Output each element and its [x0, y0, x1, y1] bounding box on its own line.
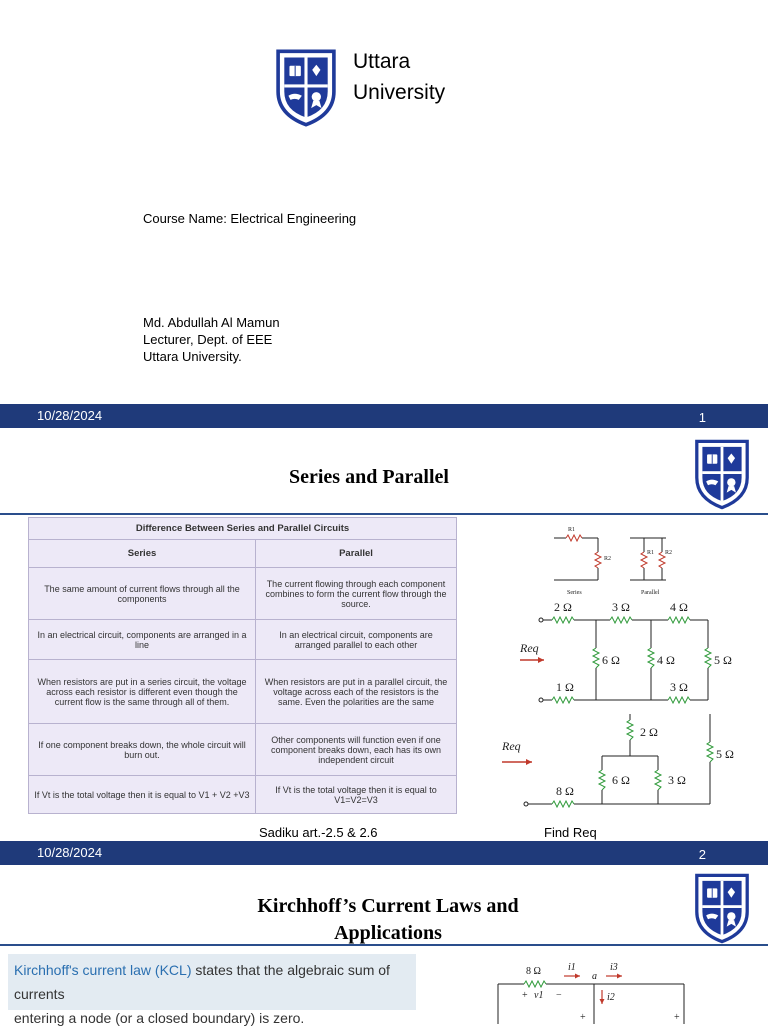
- kcl-text-2: entering a node (or a closed boundary) i…: [14, 1010, 305, 1026]
- instructor-block: Md. Abdullah Al Mamun Lecturer, Dept. of…: [143, 314, 280, 365]
- resistor-label: 5 Ω: [714, 653, 732, 667]
- instructor-affiliation: Uttara University.: [143, 349, 242, 364]
- instructor-name: Md. Abdullah Al Mamun: [143, 315, 280, 330]
- university-name-line2: University: [353, 81, 446, 104]
- resistor-label: 5 Ω: [716, 747, 734, 761]
- polarity-plus: +: [580, 1012, 586, 1023]
- university-logo: [694, 872, 750, 944]
- slide-title-line2: Applications: [334, 922, 442, 944]
- resistor-label: 8 Ω: [526, 966, 541, 977]
- resistor-label: 3 Ω: [670, 680, 688, 694]
- circuit-1: [520, 615, 713, 705]
- kcl-term: Kirchhoff's current law (KCL): [14, 962, 192, 978]
- table-cell: When resistors are put in a parallel cir…: [255, 659, 457, 724]
- label-r1: R1: [568, 527, 575, 533]
- slide-title: Kirchhoff’s Current Laws and Application…: [200, 893, 576, 947]
- comparison-table: Difference Between Series and Parallel C…: [28, 517, 457, 814]
- resistor-label: 8 Ω: [556, 784, 574, 798]
- resistor-label: 2 Ω: [554, 600, 572, 614]
- table-row: If Vt is the total voltage then it is eq…: [28, 775, 457, 814]
- polarity-minus: −: [556, 990, 562, 1001]
- slide-1: Uttara University Course Name: Electrica…: [0, 0, 768, 428]
- slide-title: Series and Parallel: [289, 466, 449, 488]
- kcl-definition: Kirchhoff's current law (KCL) states tha…: [8, 954, 416, 1026]
- caption-left: Sadiku art.-2.5 & 2.6: [259, 825, 378, 840]
- label-r1: R1: [647, 550, 654, 556]
- node-label-a: a: [592, 971, 597, 982]
- resistor-label: 6 Ω: [602, 653, 620, 667]
- table-cell: If one component breaks down, the whole …: [28, 723, 256, 776]
- table-cell: When resistors are put in a series circu…: [28, 659, 256, 724]
- label-r2: R2: [604, 556, 611, 562]
- slide-number: 2: [698, 847, 706, 862]
- resistor-label: 4 Ω: [657, 653, 675, 667]
- current-label-i2: i2: [607, 992, 615, 1003]
- slide-title-line1: Kirchhoff’s Current Laws and: [257, 895, 519, 917]
- university-name-line1: Uttara: [353, 50, 411, 73]
- kcl-circuit: 8 Ω i1 a i3 i2 + v1 − + +: [497, 962, 685, 1024]
- resistor-label: 3 Ω: [612, 600, 630, 614]
- table-row: In an electrical circuit, components are…: [28, 619, 457, 660]
- current-label-i3: i3: [610, 962, 618, 973]
- table-cell: In an electrical circuit, components are…: [28, 619, 256, 660]
- table-cell: The current flowing through each compone…: [255, 567, 457, 620]
- series-parallel-diagram: [554, 533, 667, 581]
- title-rule: [0, 944, 768, 946]
- title-rule: [0, 513, 768, 515]
- req-label: Req: [519, 641, 539, 655]
- table-heading: Difference Between Series and Parallel C…: [28, 517, 457, 540]
- university-name: Uttara University: [353, 46, 445, 108]
- table-cell: If Vt is the total voltage then it is eq…: [255, 775, 457, 814]
- resistor-label: 2 Ω: [640, 725, 658, 739]
- column-header-series: Series: [28, 539, 256, 568]
- polarity-plus: +: [522, 990, 528, 1001]
- university-logo: [694, 438, 750, 510]
- circuit-1-labels: Req 2 Ω 3 Ω 4 Ω 6 Ω 4 Ω 5 Ω 1 Ω 3 Ω: [519, 600, 732, 694]
- resistor-label: 6 Ω: [612, 773, 630, 787]
- current-label-i1: i1: [568, 962, 576, 973]
- table-row: If one component breaks down, the whole …: [28, 723, 457, 776]
- label-r2: R2: [665, 550, 672, 556]
- series-parallel-labels: R1 R2 R1 R2 Series Parallel: [567, 527, 672, 596]
- polarity-plus: +: [674, 1012, 680, 1023]
- table-row: The same amount of current flows through…: [28, 567, 457, 620]
- resistor-label: 3 Ω: [668, 773, 686, 787]
- slide-footer: 10/28/2024 1: [0, 404, 768, 428]
- circuit-diagrams: R1 R2 R1 R2 Series Parallel Req: [501, 527, 734, 809]
- slide-footer: 10/28/2024 2: [0, 841, 768, 865]
- voltage-label-v1: v1: [534, 990, 543, 1001]
- resistor-label: 4 Ω: [670, 600, 688, 614]
- slide-date: 10/28/2024: [37, 408, 103, 423]
- university-logo: [275, 48, 337, 127]
- caption-right: Find Req: [544, 825, 597, 840]
- course-name: Course Name: Electrical Engineering: [143, 211, 357, 226]
- table-cell: In an electrical circuit, components are…: [255, 619, 457, 660]
- resistor-label: 1 Ω: [556, 680, 574, 694]
- kcl-text-1: states that the algebraic sum of current…: [14, 962, 390, 1002]
- circuit-2: [502, 714, 715, 809]
- req-label: Req: [501, 739, 521, 753]
- table-row: When resistors are put in a series circu…: [28, 659, 457, 724]
- table-cell: If Vt is the total voltage then it is eq…: [28, 775, 256, 814]
- caption-parallel: Parallel: [641, 590, 660, 596]
- slide-number: 1: [698, 410, 706, 425]
- circuit-2-labels: Req 2 Ω 5 Ω 6 Ω 3 Ω 8 Ω: [501, 725, 734, 798]
- table-cell: The same amount of current flows through…: [28, 567, 256, 620]
- caption-series: Series: [567, 590, 582, 596]
- column-header-parallel: Parallel: [255, 539, 457, 568]
- instructor-position: Lecturer, Dept. of EEE: [143, 332, 273, 347]
- table-cell: Other components will function even if o…: [255, 723, 457, 776]
- slide-date: 10/28/2024: [37, 845, 103, 860]
